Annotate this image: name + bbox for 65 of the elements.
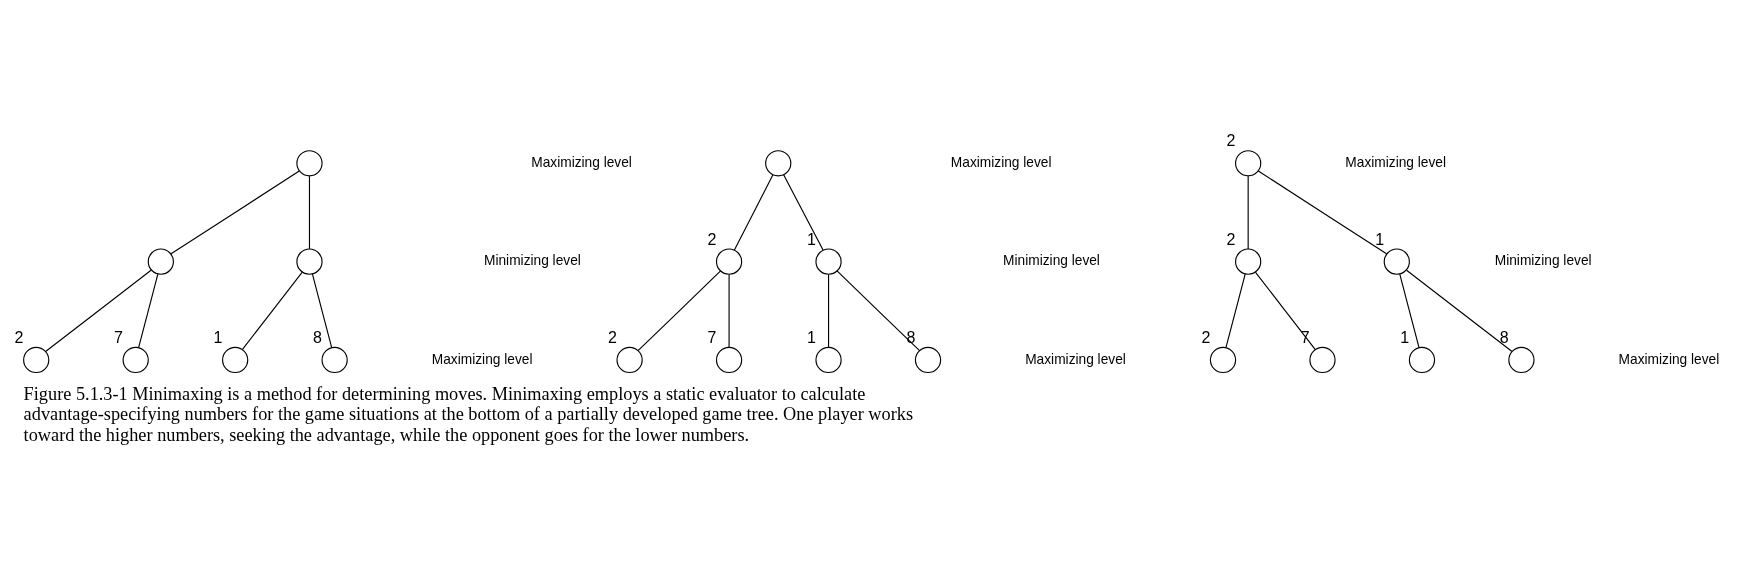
node-circle — [715, 248, 743, 275]
node-circle — [296, 149, 323, 176]
node-label: 2 — [707, 230, 717, 248]
connector — [308, 175, 311, 249]
node-label: 1 — [806, 230, 816, 248]
node-circle — [147, 248, 174, 275]
node-circle — [815, 248, 842, 275]
node-circle — [1383, 248, 1410, 275]
node-label: 8 — [1499, 328, 1509, 346]
connector — [637, 269, 722, 351]
node-label: 2 — [1201, 328, 1211, 346]
node-label: 2 — [1226, 230, 1236, 248]
label: Minimizing level — [1494, 252, 1592, 268]
node-label: 1 — [213, 328, 223, 346]
node-circle — [1235, 248, 1262, 275]
node-circle — [914, 346, 942, 373]
connector — [1255, 271, 1316, 350]
label: Maximizing level — [1618, 351, 1720, 366]
label: Minimizing level — [1003, 252, 1100, 268]
node-circle — [765, 149, 792, 176]
node-label: 1 — [1375, 230, 1385, 248]
label: Minimizing level — [484, 252, 581, 268]
node-label: 1 — [806, 328, 816, 346]
label: Maximizing level — [531, 154, 632, 170]
label: Maximizing level — [1345, 154, 1446, 170]
connector — [241, 271, 303, 350]
connector — [728, 273, 730, 348]
node-label: 8 — [313, 328, 322, 346]
node-circle — [23, 346, 50, 373]
label: Maximizing level — [431, 351, 533, 366]
connector — [733, 174, 774, 251]
caption: Figure 5.1.3-1 Minimaxing is a method for determining moves. Minimaxing employs a static evaluator to calculate advantage-specifying numbers for the game situations at the bottom of a partially developed game tree. One player works toward the higher numbers, seeking the advantage, while the opponent goes for the lower numbers. — [23, 383, 914, 445]
connector — [836, 269, 921, 351]
node-circle — [1309, 346, 1336, 373]
connector — [45, 269, 152, 352]
connector — [1399, 273, 1420, 348]
connector — [1247, 175, 1249, 249]
node-label: 8 — [906, 328, 916, 346]
connector — [138, 273, 159, 348]
node-circle — [616, 346, 643, 373]
connector — [827, 273, 830, 348]
node-circle — [296, 248, 323, 275]
node-label: 2 — [608, 328, 617, 346]
label: Maximizing level — [1025, 351, 1126, 366]
label: Maximizing level — [950, 154, 1052, 170]
connector — [311, 273, 333, 348]
node-circle — [715, 346, 743, 373]
node-circle — [1508, 346, 1535, 373]
connector — [1225, 273, 1246, 348]
node-label: 7 — [114, 328, 123, 346]
connector — [1257, 169, 1388, 254]
node-circle — [815, 346, 842, 373]
node-label: 2 — [1226, 131, 1236, 149]
node-circle — [1209, 346, 1237, 373]
connector — [1406, 269, 1513, 352]
node-label: 1 — [1400, 328, 1410, 346]
node-circle — [1235, 149, 1262, 176]
node-circle — [1408, 346, 1436, 373]
node-circle — [321, 346, 348, 373]
connector — [783, 173, 824, 251]
node-label: 2 — [14, 328, 24, 346]
connector — [170, 169, 300, 254]
node-circle — [222, 346, 249, 373]
node-label: 7 — [707, 328, 717, 346]
node-circle — [122, 346, 149, 373]
